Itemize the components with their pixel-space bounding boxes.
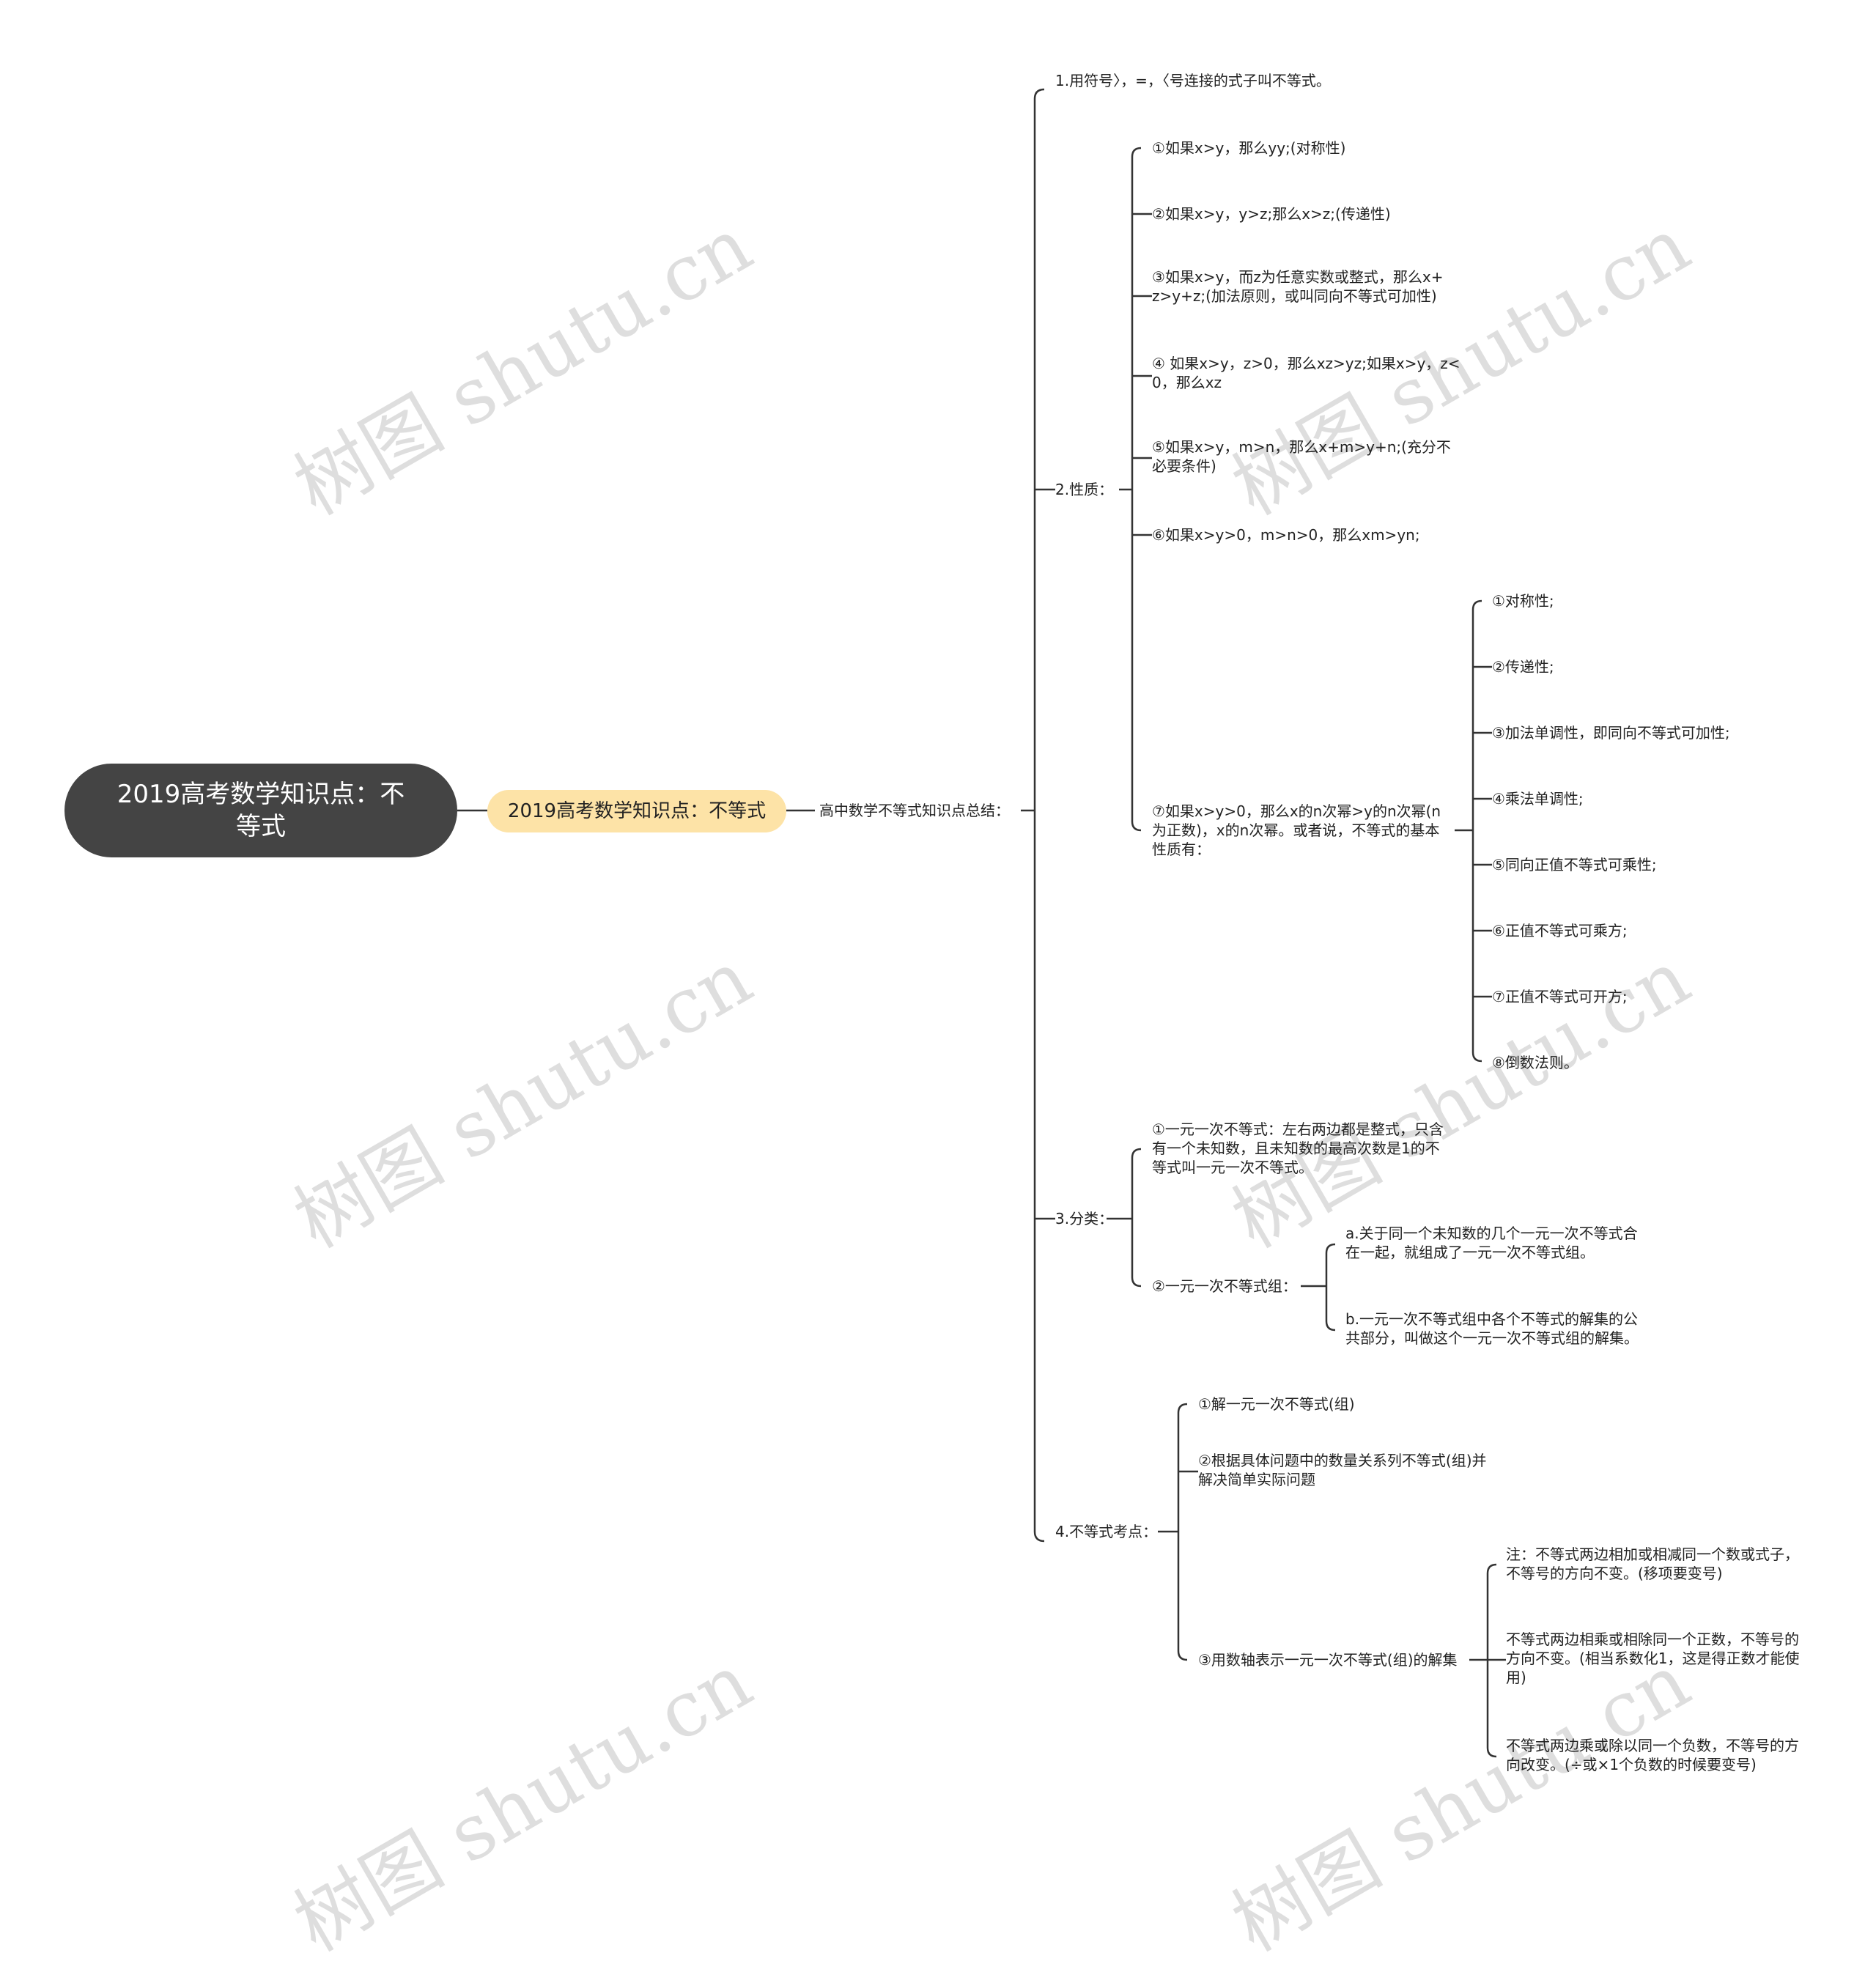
classification-item[interactable]: ①一元一次不等式：左右两边都是整式，只含 有一个未知数，且未知数的最高次数是1的… bbox=[1152, 1120, 1444, 1176]
property-item[interactable]: ⑥如果x>y>0，m>n>0，那么xm>yn; bbox=[1152, 526, 1420, 544]
root-title: 2019高考数学知识点：不等式 bbox=[117, 780, 405, 841]
property-item[interactable]: ②如果x>y，y>z;那么x>z;(传递性) bbox=[1152, 205, 1391, 223]
summary-node[interactable]: 高中数学不等式知识点总结： bbox=[819, 802, 1010, 819]
property-summary-item[interactable]: ⑥正值不等式可乘方; bbox=[1492, 922, 1628, 939]
property-item[interactable]: ④ 如果x>y，z>0，那么xz>yz;如果x>y，z< 0，那么xz bbox=[1152, 355, 1460, 391]
number-line-note[interactable]: 注：不等式两边相加或相减同一个数或式子， 不等号的方向不变。(移项要变号) bbox=[1506, 1546, 1799, 1582]
property-summary-item[interactable]: ④乘法单调性; bbox=[1492, 790, 1584, 808]
property-summary-item[interactable]: ③加法单调性，即同向不等式可加性; bbox=[1492, 724, 1730, 742]
classification-item[interactable]: ②一元一次不等式组： bbox=[1152, 1277, 1297, 1295]
branch-definition[interactable]: 1.用符号〉，=，〈号连接的式子叫不等式。 bbox=[1055, 72, 1331, 89]
property-summary-item[interactable]: ⑦正值不等式可开方; bbox=[1492, 988, 1628, 1005]
main-topic-node[interactable]: 2019高考数学知识点：不等式 bbox=[487, 790, 786, 832]
property-item[interactable]: ⑤如果x>y，m>n，那么x+m>y+n;(充分不 必要条件) bbox=[1152, 438, 1451, 475]
exam-point-item[interactable]: ②根据具体问题中的数量关系列不等式(组)并 解决简单实际问题 bbox=[1198, 1452, 1487, 1488]
property-summary-item[interactable]: ①对称性; bbox=[1492, 592, 1554, 610]
number-line-note[interactable]: 不等式两边相乘或相除同一个正数，不等号的 方向不变。(相当系数化1，这是得正数才… bbox=[1506, 1631, 1800, 1686]
property-summary-item[interactable]: ⑤同向正值不等式可乘性; bbox=[1492, 856, 1657, 874]
property-summary-item[interactable]: ②传递性; bbox=[1492, 658, 1554, 676]
exam-point-item[interactable]: ①解一元一次不等式(组) bbox=[1198, 1395, 1355, 1413]
system-item[interactable]: a.关于同一个未知数的几个一元一次不等式合 在一起，就组成了一元一次不等式组。 bbox=[1345, 1225, 1638, 1261]
property-item[interactable]: ⑦如果x>y>0，那么x的n次幂>y的n次幂(n 为正数)，x的n次幂。或者说，… bbox=[1152, 802, 1441, 858]
property-item[interactable]: ③如果x>y，而z为任意实数或整式，那么x+ z>y+z;(加法原则，或叫同向不… bbox=[1152, 268, 1444, 305]
system-item[interactable]: b.一元一次不等式组中各个不等式的解集的公 共部分，叫做这个一元一次不等式组的解… bbox=[1345, 1310, 1639, 1347]
exam-point-item[interactable]: ③用数轴表示一元一次不等式(组)的解集 bbox=[1198, 1651, 1458, 1669]
bracket-level1 bbox=[1033, 88, 1045, 1543]
branch-classification[interactable]: 3.分类： bbox=[1055, 1210, 1114, 1227]
connector-lines bbox=[457, 88, 1506, 1758]
property-item[interactable]: ①如果x>y，那么yy;(对称性) bbox=[1152, 139, 1346, 157]
number-line-note[interactable]: 不等式两边乘或除以同一个负数，不等号的方 向改变。(÷或×1个负数的时候要变号) bbox=[1506, 1737, 1799, 1773]
branch-exam-points[interactable]: 4.不等式考点： bbox=[1055, 1523, 1158, 1540]
branch-properties[interactable]: 2.性质： bbox=[1055, 481, 1114, 498]
root-node[interactable]: 2019高考数学知识点：不等式 bbox=[64, 764, 457, 857]
property-summary-item[interactable]: ⑧倒数法则。 bbox=[1492, 1054, 1578, 1071]
